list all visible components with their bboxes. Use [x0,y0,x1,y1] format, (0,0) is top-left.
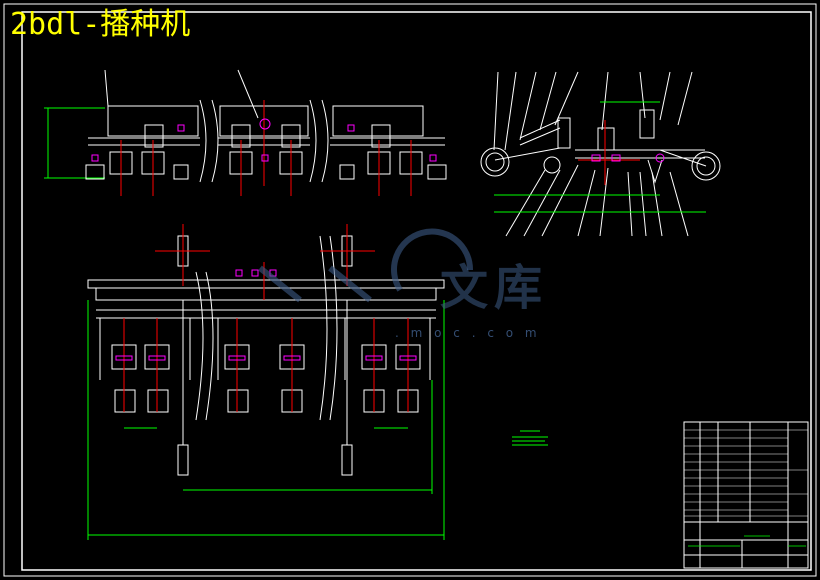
watermark-url: . m o c . c o m [395,326,541,340]
title-block [683,421,809,569]
technical-notes [512,430,548,446]
watermark-brand: 文库 [440,260,549,316]
side-view [480,71,721,237]
front-view [44,69,447,196]
top-view [87,224,445,540]
side-view-leaders [493,71,693,237]
front-view-dimensions [44,107,105,179]
drawing-frame [3,3,817,577]
circle-arc-logo-icon [258,228,474,303]
drawing-title: 2bdl-播种机 [10,7,191,42]
